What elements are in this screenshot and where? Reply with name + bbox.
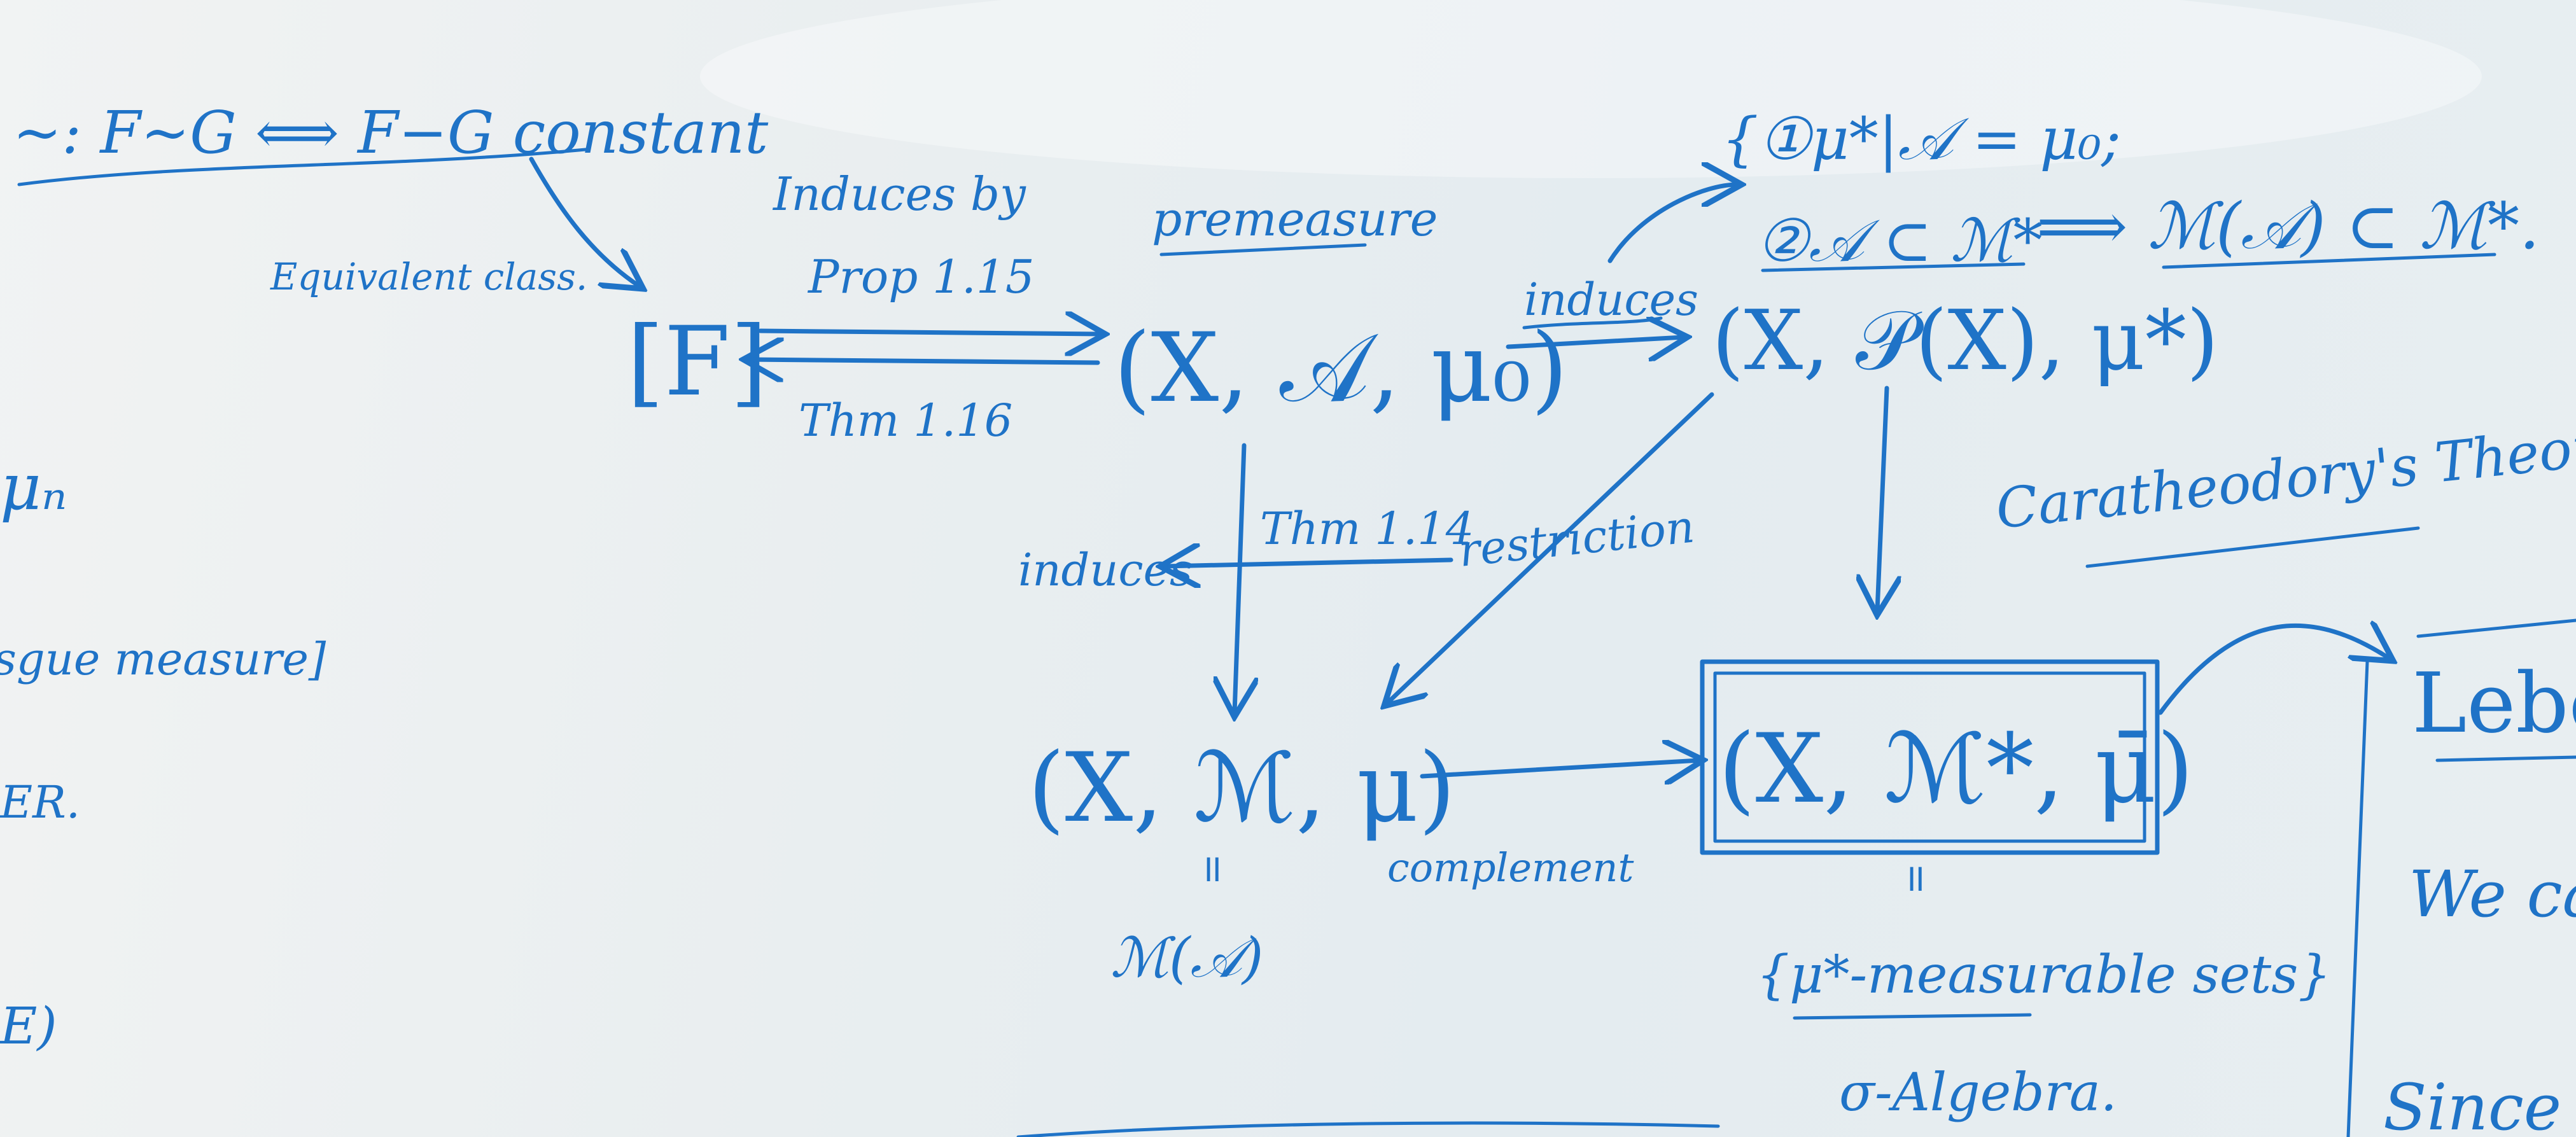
box-to-lebesgue-arrow (2158, 625, 2390, 715)
thm116-label: Thm 1.16 (799, 394, 1012, 447)
equivalent-class-label: Equivalent class. (270, 255, 587, 298)
induces-by-label: Induces by (772, 167, 1026, 221)
induces-top-arrow (1506, 337, 1683, 347)
implies-result: ⟹ ℳ(𝒜) ⊂ ℳ*. (2036, 189, 2540, 263)
complete-space-box-inner (1713, 671, 2146, 843)
outer-to-cond-arrow (1607, 185, 1737, 263)
left-mu-n: μₙ (0, 450, 67, 524)
equivalence-underline (17, 148, 587, 186)
premeasure-down-arrow (1235, 443, 1244, 713)
measurable-sets-label: {μ*-measurable sets} (1756, 945, 2331, 1005)
left-e: E) (0, 996, 57, 1056)
restriction-label: restriction (1456, 500, 1697, 576)
induces-top-label: induces (1524, 274, 1698, 326)
measurable-sets-underline (1793, 1013, 2032, 1020)
implies-underline (2162, 253, 2496, 269)
condition-one: {①μ*|𝒜 = μ₀; (1721, 105, 2121, 173)
lebesgue-underline (2435, 755, 2576, 762)
outer-measure-space: (X, 𝒫(X), μ*) (1712, 292, 2218, 389)
condition-two-underline (1761, 262, 2026, 272)
since-partial: Since (2383, 1070, 2561, 1137)
sigma-algebra-label: σ-Algebra. (1839, 1063, 2117, 1123)
lebesgue-partial: Lebe (2412, 655, 2576, 751)
caratheodory-underline (2085, 526, 2420, 568)
complement-label: complement (1387, 844, 1634, 891)
equivalence-relation-text: ~: F~G ⟺ F−G constant (13, 99, 769, 167)
equals-sign-right: ॥ (1903, 856, 1926, 900)
caratheodory-label: Caratheodory's Theorem. (1993, 404, 2576, 541)
thm116-arrow (748, 359, 1100, 363)
induces-left-label: induces (1018, 544, 1193, 596)
left-lebesgue-measure: sgue measure] (0, 633, 326, 685)
left-er: ER. (0, 776, 80, 828)
outer-down-arrow (1877, 386, 1887, 611)
premeasure-underline (1159, 243, 1367, 256)
equals-sign-left: ॥ (1200, 846, 1222, 891)
prop-arrow (758, 331, 1101, 334)
lebesgue-bracket (2416, 618, 2576, 638)
complete-measure-space: (X, ℳ*, μ̄) (1718, 714, 2194, 825)
complete-space-box-outer (1700, 659, 2160, 855)
premeasure-space: (X, 𝒜, μ₀) (1114, 313, 1568, 424)
thm114-label: Thm 1.14 (1260, 503, 1474, 555)
class-F: [F] (627, 307, 767, 417)
m-of-a-label: ℳ(𝒜) (1110, 926, 1263, 990)
premeasure-label: premeasure (1152, 192, 1438, 247)
equivalence-arrow (529, 157, 640, 286)
restriction-arrow (1387, 392, 1714, 703)
we-can-partial: We ca (2409, 857, 2576, 931)
measure-space: (X, ℳ, μ) (1028, 733, 1455, 844)
thm114-arrow (1165, 560, 1453, 566)
bottom-stroke (1016, 1121, 1720, 1137)
board-glare (700, 0, 2482, 178)
prop-label: Prop 1.15 (807, 250, 1035, 303)
complement-arrow (1420, 760, 1699, 776)
right-divider (2346, 660, 2369, 1137)
